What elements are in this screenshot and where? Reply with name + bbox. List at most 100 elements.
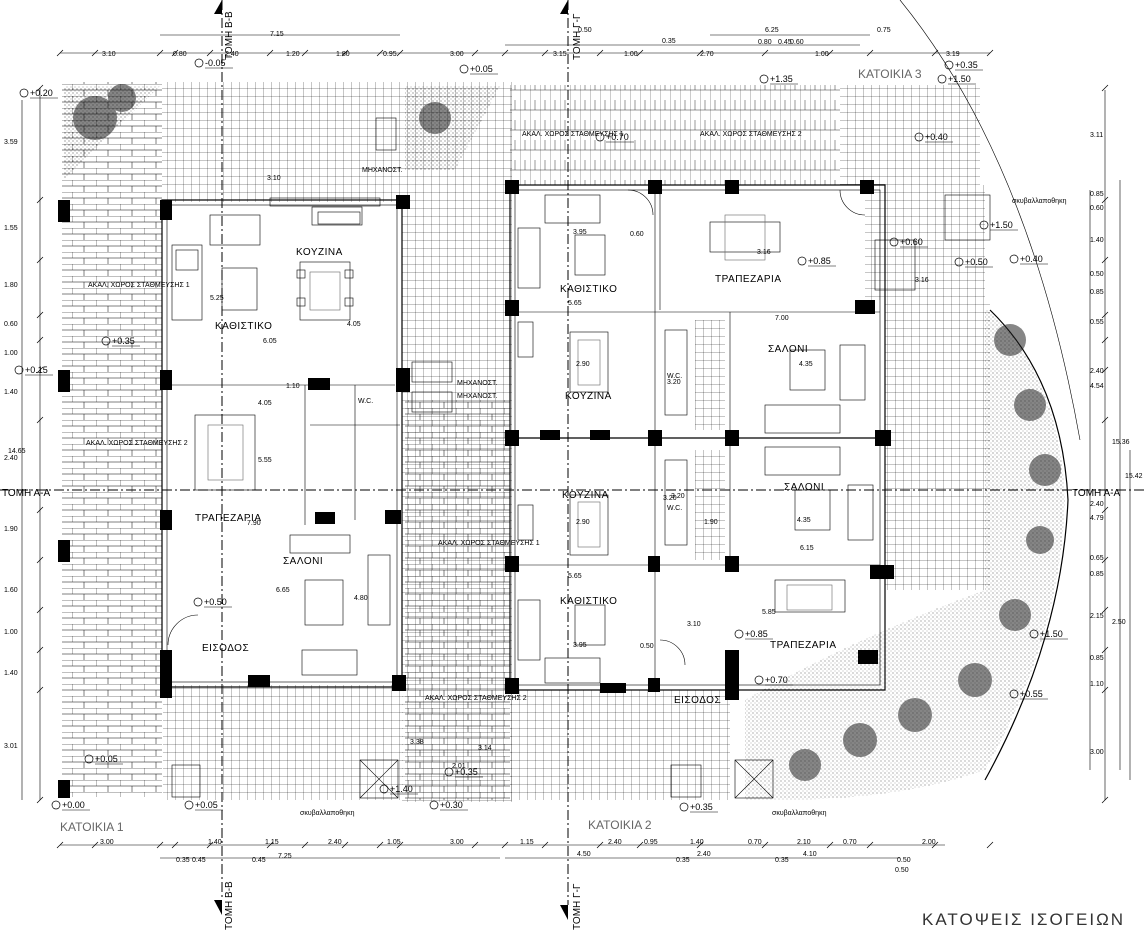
dim-right-2: 0.60 bbox=[1090, 205, 1104, 212]
dim-bottom-23: 0.50 bbox=[895, 867, 909, 874]
dim-top-7: 3.00 bbox=[450, 51, 464, 58]
section-label-b-top: ΤΟΜΗ Β-Β bbox=[224, 11, 235, 60]
dim-right-18: 2.50 bbox=[1112, 619, 1126, 626]
dim-right-8: 4.54 bbox=[1090, 383, 1104, 390]
dim-inner-21: 2.90 bbox=[576, 361, 590, 368]
level-marker-l5: +0.35 bbox=[944, 60, 983, 71]
parking-label-5: ΑΚΑΛ. ΧΩΡΟΣ ΣΤΑΘΜΕΥΣΗΣ 1 bbox=[438, 540, 540, 547]
section-label-b-bottom: ΤΟΜΗ Β-Β bbox=[224, 881, 235, 930]
dim-bottom-17: 0.45 bbox=[252, 857, 266, 864]
room-label-saloni-3: ΣΑΛΟΝΙ bbox=[784, 482, 824, 493]
dim-top-15: 0.45 bbox=[778, 39, 792, 46]
dim-inner-0: 6.05 bbox=[263, 338, 277, 345]
parking-label-4: ΑΚΑΛ. ΧΩΡΟΣ ΣΤΑΘΜΕΥΣΗΣ 2 bbox=[700, 131, 802, 138]
dim-bottom-1: 1.40 bbox=[208, 839, 222, 846]
dim-top-11: 1.00 bbox=[624, 51, 638, 58]
unit23-furniture bbox=[517, 189, 991, 799]
dim-inner-12: 7.00 bbox=[775, 315, 789, 322]
dim-left-5: 1.40 bbox=[4, 389, 18, 396]
shrubs bbox=[73, 84, 1061, 781]
bins-label-3: σκυβαλλαποθηκη bbox=[1012, 198, 1067, 205]
unit23-walls bbox=[505, 180, 894, 700]
dim-right-5: 0.85 bbox=[1090, 289, 1104, 296]
dim-right-0: 3.11 bbox=[1090, 132, 1103, 139]
level-text-l18: +0.70 bbox=[765, 675, 788, 685]
room-label-kouzina-1: ΚΟΥΖΙΝΑ bbox=[296, 247, 343, 258]
level-marker-l15: +0.50 bbox=[193, 597, 232, 608]
dim-bottom-3: 2.40 bbox=[328, 839, 342, 846]
dim-inner-7: 4.80 bbox=[354, 595, 368, 602]
dim-inner-4: 5.55 bbox=[258, 457, 272, 464]
unit2-label: ΚΑΤΟΙΚΙΑ 2 bbox=[588, 818, 652, 832]
parking-label-1: ΑΚΑΛ. ΧΩΡΟΣ ΣΤΑΘΜΕΥΣΗΣ 1 bbox=[88, 282, 190, 289]
level-marker-l24: +1.40 bbox=[379, 784, 418, 795]
dim-inner-14: 6.15 bbox=[800, 545, 814, 552]
dim-inner-10: 3.95 bbox=[573, 642, 587, 649]
level-text-l11: +0.50 bbox=[965, 257, 988, 267]
level-marker-l3: +0.05 bbox=[459, 64, 498, 75]
level-text-l10: +1.50 bbox=[990, 220, 1013, 230]
dim-inner-28: 3.38 bbox=[410, 739, 424, 746]
dim-top-12: 2.70 bbox=[700, 51, 714, 58]
dim-bottom-24: 0.50 bbox=[897, 857, 911, 864]
dim-bottom-21: 0.35 bbox=[775, 857, 789, 864]
dim-inner-30: 2.01 bbox=[452, 763, 466, 770]
dim-left-7: 1.90 bbox=[4, 526, 18, 533]
dim-top-6: 0.95 bbox=[383, 51, 397, 58]
bins-label-1: σκυβαλλαποθηκη bbox=[300, 810, 355, 817]
dim-left-11: 3.01 bbox=[4, 743, 18, 750]
level-text-l20: +0.05 bbox=[95, 754, 118, 764]
dim-left-6: 2.40 bbox=[4, 455, 18, 462]
dim-right-4: 0.50 bbox=[1090, 271, 1104, 278]
dim-bottom-18: 4.50 bbox=[577, 851, 591, 858]
dim-top-10: 0.35 bbox=[662, 38, 676, 45]
room-label-saloni-1: ΣΑΛΟΝΙ bbox=[283, 556, 323, 567]
dim-left-1: 1.55 bbox=[4, 225, 18, 232]
dim-bottom-19: 0.35 bbox=[676, 857, 690, 864]
drawing-title: ΚΑΤΟΨΕΙΣ ΙΣΟΓΕΙΩΝ bbox=[922, 910, 1125, 929]
dim-right-12: 0.85 bbox=[1090, 571, 1104, 578]
level-text-l13: +0.35 bbox=[112, 336, 135, 346]
dim-bottom-2: 1.15 bbox=[265, 839, 279, 846]
dim-bottom-4: 1.05 bbox=[387, 839, 401, 846]
dim-top-19: 3.19 bbox=[946, 51, 960, 58]
level-marker-l2: -0.05 bbox=[194, 58, 233, 69]
dim-left-10: 1.40 bbox=[4, 670, 18, 677]
dim-bottom-11: 2.10 bbox=[797, 839, 811, 846]
dim-left-3: 0.60 bbox=[4, 321, 18, 328]
level-markers: +0.20-0.05+0.05+1.35+0.35+1.50+0.70+0.40… bbox=[14, 58, 1068, 813]
dim-right-6: 0.55 bbox=[1090, 319, 1104, 326]
level-text-l8: +0.40 bbox=[925, 132, 948, 142]
room-label-trapezaria-3: ΤΡΑΠΕΖΑΡΙΑ bbox=[770, 640, 837, 651]
parking-label-6: ΑΚΑΛ. ΧΩΡΟΣ ΣΤΑΘΜΕΥΣΗΣ 2 bbox=[425, 695, 527, 702]
dim-left-9: 1.00 bbox=[4, 629, 18, 636]
dim-inner-32: 3.16 bbox=[915, 277, 929, 284]
level-text-l16: +0.85 bbox=[745, 629, 768, 639]
dim-bottom-16: 7.25 bbox=[278, 853, 292, 860]
level-text-l19: +0.55 bbox=[1020, 689, 1043, 699]
dim-inner-9: 5.65 bbox=[568, 300, 582, 307]
dim-inner-17: 1.10 bbox=[286, 383, 300, 390]
unit3-label: ΚΑΤΟΙΚΙΑ 3 bbox=[858, 67, 922, 81]
parking-label-3: ΑΚΑΛ. ΧΩΡΟΣ ΣΤΑΘΜΕΥΣΗΣ 1 bbox=[522, 131, 624, 138]
level-text-l15: +0.50 bbox=[204, 597, 227, 607]
room-label-trapezaria-1: ΤΡΑΠΕΖΑΡΙΑ bbox=[195, 513, 262, 524]
dim-left-4: 1.00 bbox=[4, 350, 18, 357]
level-text-l23: +0.30 bbox=[440, 800, 463, 810]
dim-right-14: 0.85 bbox=[1090, 655, 1104, 662]
dim-inner-13: 4.35 bbox=[799, 361, 813, 368]
dim-left-8: 1.60 bbox=[4, 587, 18, 594]
wc-label-3: W.C. bbox=[667, 505, 682, 512]
level-text-l17: +1.50 bbox=[1040, 629, 1063, 639]
level-marker-l14: +0.15 bbox=[14, 365, 53, 376]
section-label-g-bottom: ΤΟΜΗ Γ-Γ bbox=[572, 883, 583, 930]
dim-inner-26: 0.50 bbox=[640, 643, 654, 650]
dim-bottom-12: 0.70 bbox=[843, 839, 857, 846]
dim-inner-8: 3.95 bbox=[573, 229, 587, 236]
level-marker-l9: +0.85 bbox=[797, 256, 836, 267]
mech-label-2: ΜΗΧΑΝΟΣΤ. bbox=[457, 380, 498, 387]
level-marker-l11: +0.50 bbox=[954, 257, 993, 268]
level-text-l5: +0.35 bbox=[955, 60, 978, 70]
level-marker-l17: +1.50 bbox=[1029, 629, 1068, 640]
dim-top-16: 0.60 bbox=[790, 39, 804, 46]
